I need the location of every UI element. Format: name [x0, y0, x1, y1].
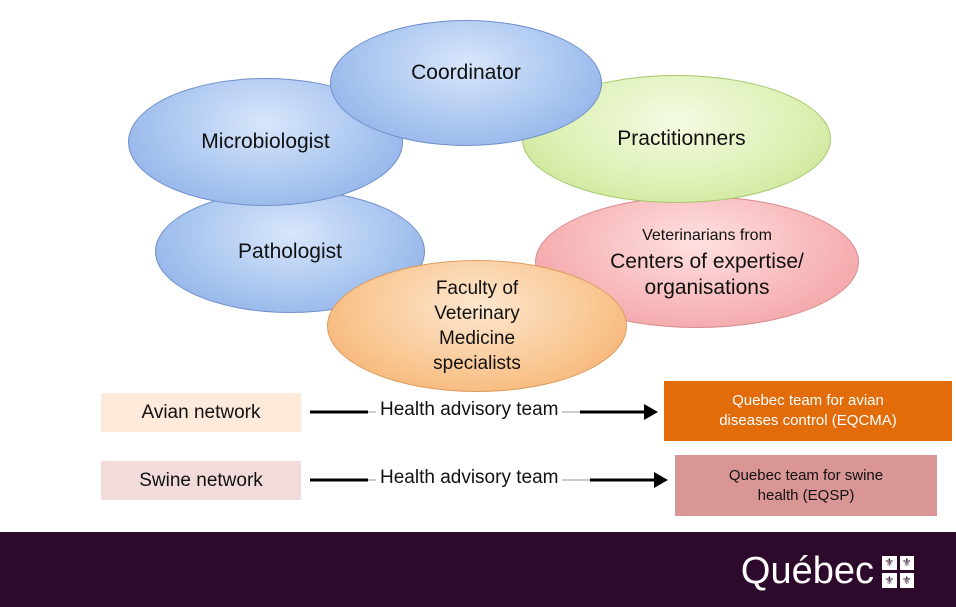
veterinarians-label-line1: Veterinarians from	[642, 227, 772, 244]
swine-team-box: Quebec team for swine health (EQSP)	[675, 455, 937, 516]
footer-bar: Québec	[0, 532, 956, 607]
faculty-ellipse: Faculty of Veterinary Medicine specialis…	[327, 260, 627, 392]
microbiologist-label: Microbiologist	[201, 130, 330, 153]
faculty-label-line2: Veterinary	[434, 303, 520, 324]
swine-network-label: Swine network	[139, 469, 263, 491]
pathologist-label: Pathologist	[238, 239, 342, 263]
swine-network-box: Swine network	[101, 461, 301, 500]
avian-team-box: Quebec team for avian diseases control (…	[664, 381, 952, 441]
quebec-logo: Québec	[741, 550, 914, 593]
swine-team-line2: health (EQSP)	[757, 486, 855, 504]
faculty-label-line3: Medicine	[438, 328, 516, 349]
coordinator-ellipse: Coordinator	[330, 20, 602, 146]
fleur-de-lis-flag-icon	[882, 555, 914, 588]
avian-network-label: Avian network	[141, 401, 261, 423]
practitioners-label: Practitionners	[617, 127, 746, 150]
swine-team-line1: Quebec team for swine	[728, 466, 884, 484]
practitioners-ellipse: Practitionners	[522, 75, 831, 203]
faculty-label-line1: Faculty of	[435, 278, 519, 299]
avian-network-box: Avian network	[101, 393, 301, 432]
veterinarians-label-line2: Centers of expertise/	[610, 250, 804, 273]
veterinarians-label-line3: organisations	[644, 276, 770, 299]
avian-team-line2: diseases control (EQCMA)	[719, 412, 897, 429]
swine-health-advisory-label: Health advisory team	[376, 467, 563, 489]
quebec-logo-text: Québec	[740, 550, 874, 592]
coordinator-label: Coordinator	[411, 61, 521, 84]
avian-team-line1: Quebec team for avian	[732, 392, 884, 409]
avian-health-advisory-label: Health advisory team	[376, 399, 563, 421]
faculty-label-line4: specialists	[433, 353, 521, 374]
